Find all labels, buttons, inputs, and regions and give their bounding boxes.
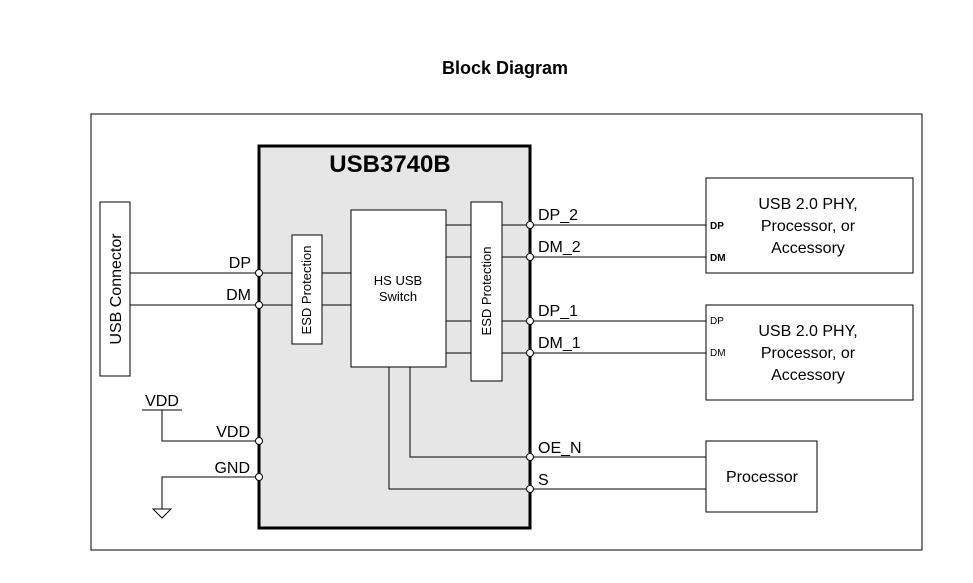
usb-connector-label: USB Connector — [108, 233, 125, 345]
phy-bottom-line1: USB 2.0 PHY, — [758, 323, 857, 340]
pin-dp1-circle — [526, 317, 534, 325]
pin-gnd: GND — [214, 460, 250, 477]
esd-right-block — [470, 201, 503, 382]
pin-dm-1: DM_1 — [538, 335, 581, 352]
phy-top-line2: Processor, or — [761, 218, 856, 235]
phy-top-line1: USB 2.0 PHY, — [758, 196, 857, 213]
vdd-line — [161, 410, 259, 442]
pin-dp: DP — [229, 255, 251, 272]
switch-label-line1: HS USB — [374, 273, 422, 288]
pin-s: S — [538, 472, 549, 489]
diagram-frame — [90, 113, 923, 551]
pin-gnd-circle — [255, 473, 263, 481]
processor-label: Processor — [726, 469, 799, 486]
phy-top-dm: DM — [710, 253, 726, 264]
pin-s-circle — [526, 485, 534, 493]
pin-oe-n-circle — [526, 453, 534, 461]
phy-top-dp: DP — [710, 221, 724, 232]
phy-top-line3: Accessory — [771, 240, 845, 257]
pin-dm2-circle — [526, 253, 534, 261]
pin-dp-circle — [255, 269, 263, 277]
switch-label-line2: Switch — [379, 289, 417, 304]
pin-dp-1: DP_1 — [538, 303, 578, 320]
usb-connector-block — [99, 201, 131, 377]
chip-name: USB3740B — [329, 151, 450, 178]
hs-usb-switch-block — [350, 209, 447, 368]
pin-vdd-circle — [255, 437, 263, 445]
oe-n-line — [409, 367, 706, 458]
esd-left-label: ESD Protection — [299, 246, 314, 335]
phy-top-block — [705, 177, 914, 274]
pin-oe-n: OE_N — [538, 440, 582, 457]
esd-right-label: ESD Protection — [479, 247, 494, 336]
pin-dp-2: DP_2 — [538, 207, 578, 224]
phy-bottom-line3: Accessory — [771, 367, 845, 384]
pin-dm1-circle — [526, 349, 534, 357]
phy-bottom-dm: DM — [710, 348, 726, 359]
gnd-line — [161, 476, 259, 509]
phy-bottom-dp: DP — [710, 316, 724, 327]
s-line — [388, 367, 706, 490]
phy-bottom-block — [705, 304, 914, 401]
page-title: Block Diagram — [441, 58, 569, 78]
phy-bottom-line2: Processor, or — [761, 345, 856, 362]
processor-block — [705, 440, 818, 513]
pin-vdd: VDD — [216, 424, 250, 441]
pin-dm-2: DM_2 — [538, 239, 581, 256]
esd-left-block — [291, 234, 323, 345]
vdd-supply-label: VDD — [145, 393, 179, 410]
pin-dp2-circle — [526, 221, 534, 229]
pin-dm: DM — [226, 287, 251, 304]
pin-dm-circle — [255, 301, 263, 309]
ground-icon — [151, 508, 173, 519]
